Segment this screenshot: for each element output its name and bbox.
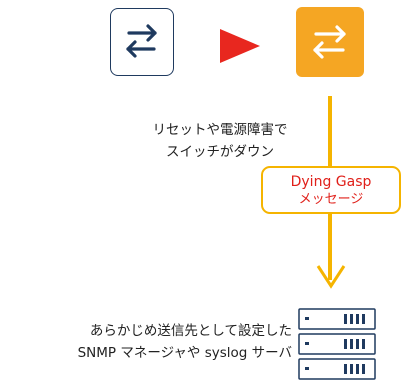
bidirectional-arrows-icon [313,25,346,59]
switch-down-caption: リセットや電源障害で スイッチがダウン [120,119,320,163]
flow-line-lower [328,214,332,280]
dying-gasp-message-box: Dying Gasp メッセージ [261,166,401,214]
down-chevron-icon [316,265,346,289]
target-description: あらかじめ送信先として設定した SNMP マネージャや syslog サーバ [20,320,292,364]
caption-line-2: スイッチがダウン [166,144,274,160]
message-title: Dying Gasp [290,174,372,190]
server-stack-icon [298,308,376,380]
flow-line-upper [328,96,332,166]
switch-normal-icon [110,8,174,76]
target-line-1: あらかじめ送信先として設定した [89,323,292,339]
switch-down-icon [296,7,364,77]
caption-line-1: リセットや電源障害で [152,122,288,138]
bidirectional-arrows-icon [126,24,157,58]
play-arrow-icon [220,29,260,63]
target-line-2: SNMP マネージャや syslog サーバ [77,345,292,361]
message-subtitle: メッセージ [298,192,364,207]
